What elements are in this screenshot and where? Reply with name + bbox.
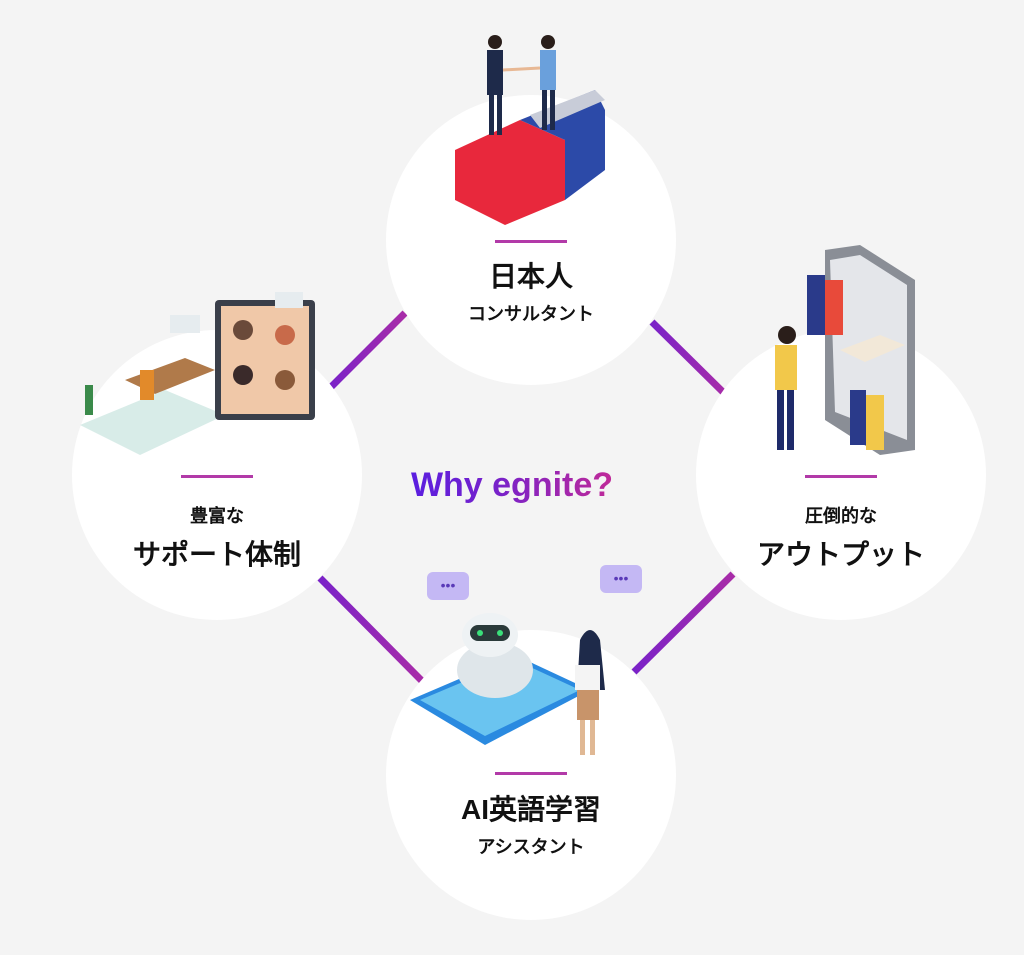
center-title-text: Why egnite? (410, 466, 614, 504)
feature-title: アウトプット (756, 539, 925, 570)
svg-text:•••: ••• (614, 570, 629, 586)
divider (805, 475, 877, 478)
divider (495, 772, 567, 775)
feature-subtitle: コンサルタント (468, 304, 594, 324)
connector-top-right (649, 319, 729, 398)
feature-subtitle: 圧倒的な (805, 506, 877, 526)
feature-subtitle: アシスタント (477, 837, 585, 857)
feature-title: 日本人 (488, 261, 573, 292)
video-call-support-icon (80, 292, 315, 455)
feature-subtitle: 豊富な (190, 506, 244, 526)
connector-bottom-left (317, 575, 425, 684)
connector-top-left (327, 310, 408, 391)
feature-title: サポート体制 (132, 539, 301, 570)
svg-text:•••: ••• (441, 577, 456, 593)
divider (495, 240, 567, 243)
connector-bottom-right (631, 571, 736, 675)
phone-books-icon (775, 245, 915, 455)
divider (181, 475, 253, 478)
handshake-puzzle-icon (455, 35, 605, 225)
center-title: Why egnite? (0, 466, 1024, 505)
feature-title: AI英語学習 (460, 794, 601, 825)
ai-robot-chat-icon: ••• ••• (410, 565, 642, 755)
